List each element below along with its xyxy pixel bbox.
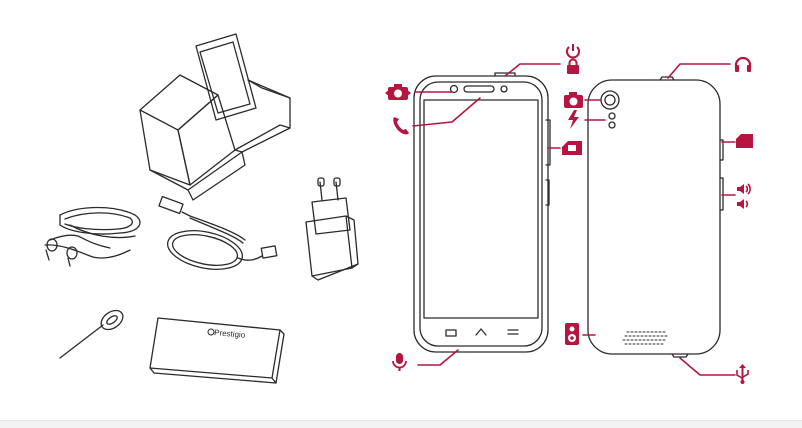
power-adapter-icon xyxy=(305,177,359,281)
earphones-icon xyxy=(44,206,141,267)
battery-icon xyxy=(149,317,285,384)
speaker-icon xyxy=(565,323,579,345)
sim-pin-icon xyxy=(59,309,124,359)
speaker-grille xyxy=(622,331,668,345)
headphones-icon xyxy=(734,56,752,72)
microphone-icon xyxy=(392,353,407,371)
memory-card-icon xyxy=(736,134,753,148)
brand-logo-icon xyxy=(207,328,215,336)
volume-up-icon xyxy=(737,183,751,195)
lock-icon xyxy=(567,58,579,74)
callout-lines xyxy=(412,63,736,376)
flash-icon xyxy=(568,110,579,129)
page-footer-rule xyxy=(0,420,802,428)
camera-icon xyxy=(564,92,583,108)
phone-back xyxy=(587,76,724,358)
box-icon xyxy=(139,33,291,201)
front-camera-icon xyxy=(385,84,411,100)
phone-front xyxy=(413,72,551,353)
phone-handset-icon xyxy=(393,117,409,135)
power-icon xyxy=(566,44,580,59)
volume-down-icon xyxy=(737,199,749,209)
usb-cable-icon xyxy=(158,195,278,270)
battery-brand-label: Prestigio xyxy=(214,328,246,340)
usb-icon xyxy=(736,364,749,384)
sim-card-icon xyxy=(562,141,582,155)
